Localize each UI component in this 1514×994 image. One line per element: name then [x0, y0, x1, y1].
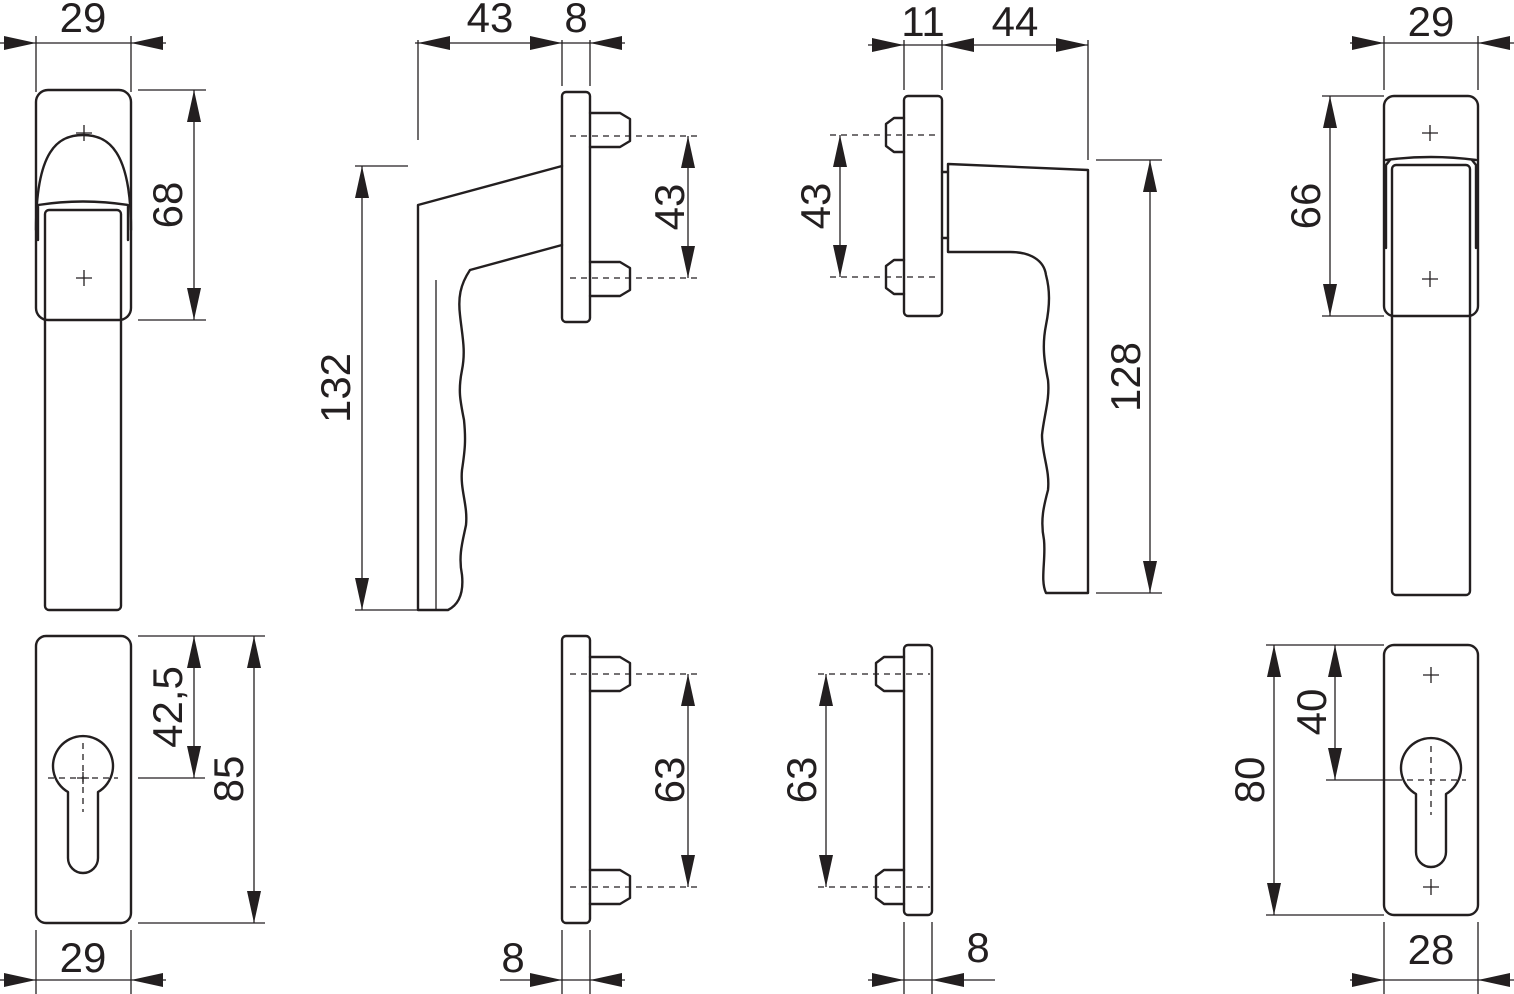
dim-base-depth: 8 [564, 0, 587, 41]
handle-side-view-right: 11 44 43 128 [792, 0, 1162, 595]
dim-hole-spacing: 63 [778, 757, 825, 804]
escutcheon-right: 40 80 28 [1226, 643, 1514, 994]
dim-hole-spacing: 43 [646, 184, 693, 231]
dim-projection: 44 [992, 0, 1039, 45]
escutcheon-left: 42,5 85 29 [0, 634, 265, 994]
dim-depth: 8 [501, 934, 524, 981]
dim-cylinder-center: 42,5 [144, 666, 191, 748]
dim-base-depth: 11 [901, 0, 945, 45]
dim-height: 80 [1226, 757, 1273, 804]
handle-front-view-left: 29 68 [0, 0, 206, 612]
dim-height: 85 [205, 756, 252, 803]
base-plate-right: 63 8 [778, 643, 995, 994]
handle-side-view-left: 43 8 43 132 [312, 0, 700, 612]
dim-hole-spacing: 68 [144, 182, 191, 229]
dim-depth: 8 [966, 924, 989, 971]
dim-cylinder-center: 40 [1288, 689, 1335, 736]
dim-width: 28 [1408, 926, 1455, 973]
dim-projection: 43 [467, 0, 514, 41]
dim-width: 29 [1408, 0, 1455, 45]
base-plate-left: 63 8 [500, 634, 700, 994]
handle-front-view-right: 29 66 [1282, 0, 1514, 597]
dim-height: 132 [312, 353, 359, 423]
dim-hole-spacing: 63 [646, 757, 693, 804]
dim-width: 29 [60, 0, 107, 41]
dim-width: 29 [60, 934, 107, 981]
dim-hole-spacing: 66 [1282, 183, 1329, 230]
dim-hole-spacing: 43 [792, 183, 839, 230]
dim-height: 128 [1102, 342, 1149, 412]
